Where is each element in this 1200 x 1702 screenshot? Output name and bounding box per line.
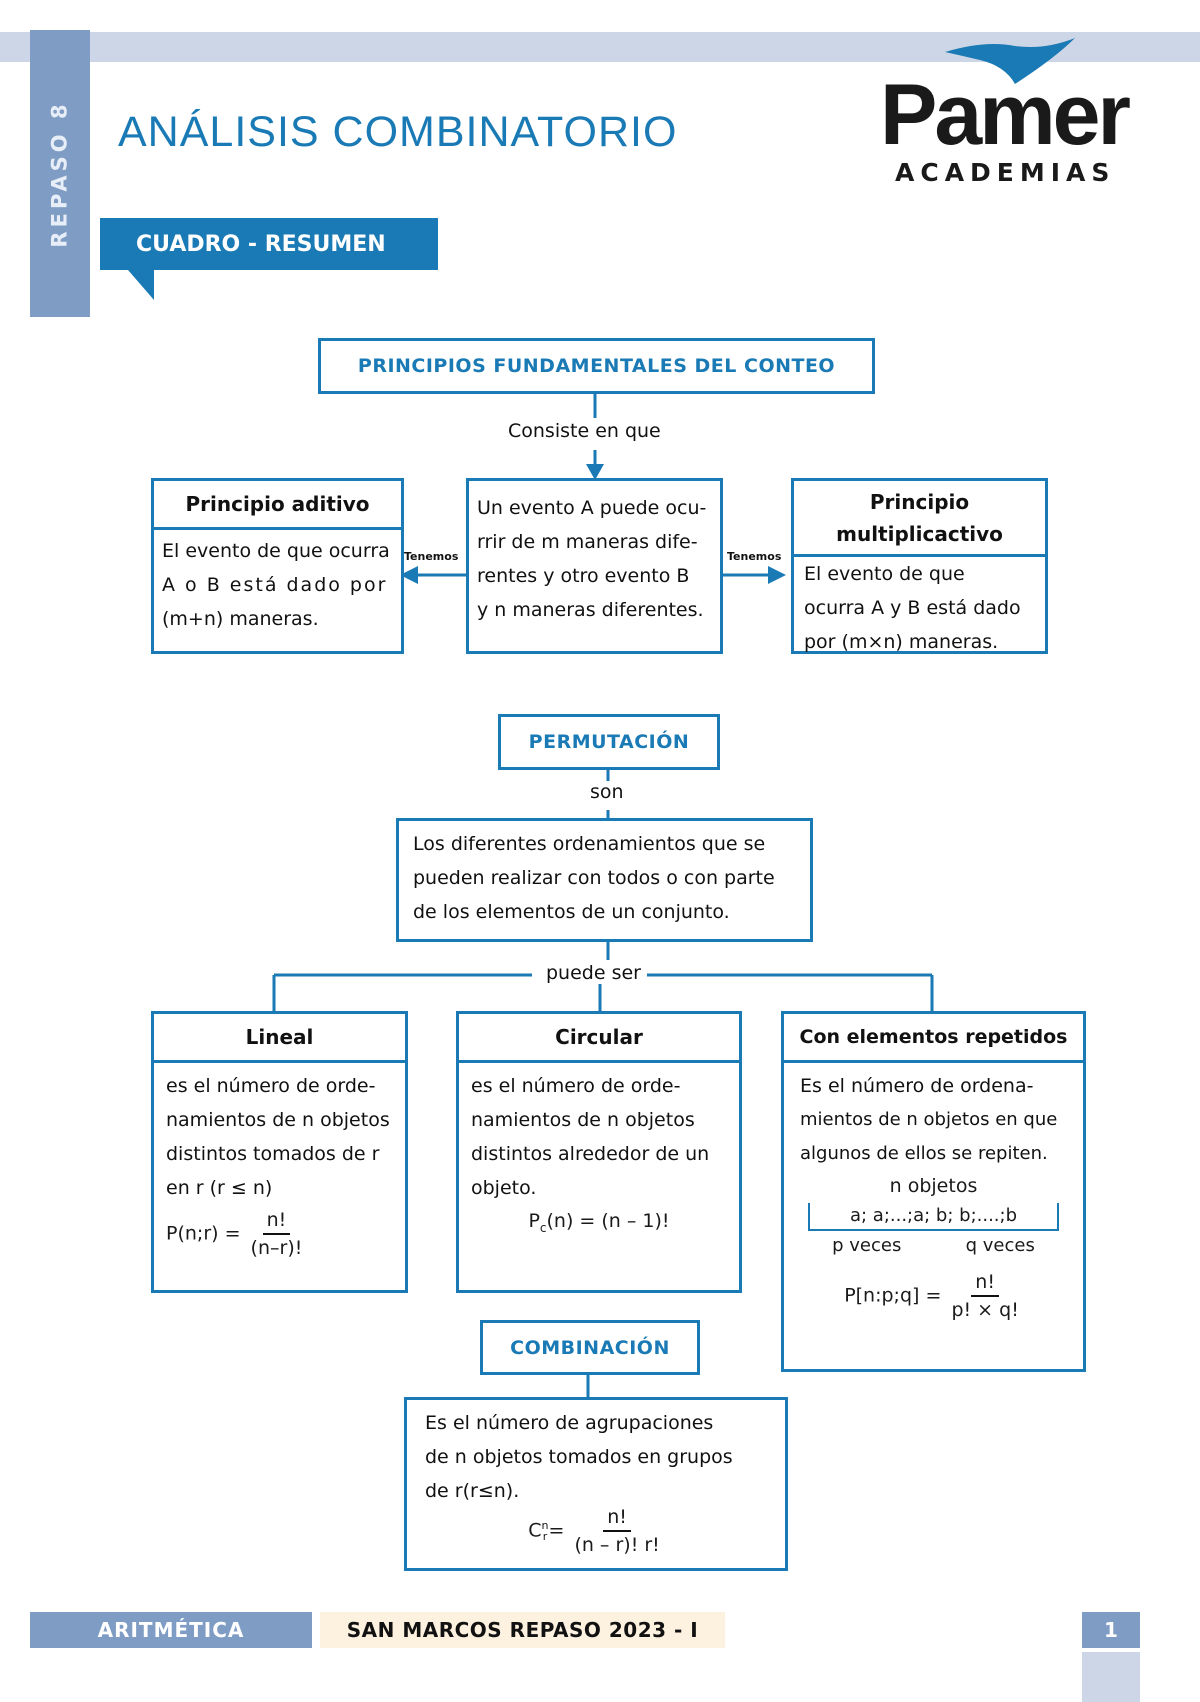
circular-formula: Pc(n) = (n – 1)! (528, 1210, 670, 1235)
multiplicativo-line: El evento de que (804, 563, 965, 585)
repetidos-line: Es el número de ordena- (800, 1075, 1034, 1097)
lineal-line: namientos de n objetos (166, 1109, 390, 1131)
lineal-formula: P(n;r) = n!(n–r)! (166, 1209, 303, 1259)
lineal-line: en r (r ≤ n) (166, 1177, 273, 1199)
circular-line: distintos alrededor de un (471, 1143, 710, 1165)
multiplicativo-title: Principio (869, 489, 970, 514)
aditivo-title: Principio aditivo (154, 481, 401, 530)
page-number: 1 (1082, 1612, 1140, 1648)
multiplicativo-line: por (m×n) maneras. (804, 631, 999, 653)
definition-line: Los diferentes ordenamientos que se (413, 833, 766, 855)
repetidos-line: algunos de ellos se repiten. (800, 1143, 1048, 1164)
permutacion-definition-box: Los diferentes ordenamientos que se pued… (396, 818, 813, 942)
aditivo-line: A o B está dado por (162, 574, 388, 596)
sequence-box: a; a;...;a; b; b;....;b (808, 1203, 1059, 1231)
consiste-label: Consiste en que (508, 420, 661, 442)
puede-ser-label: puede ser (540, 962, 647, 984)
circular-title: Circular (459, 1014, 739, 1063)
combinacion-line: de n objetos tomados en grupos (425, 1446, 733, 1468)
combinacion-title-box: COMBINACIÓN (480, 1320, 700, 1375)
principios-title-box: PRINCIPIOS FUNDAMENTALES DEL CONTEO (318, 338, 875, 394)
repetidos-formula: P[n:p;q] = n!p! × q! (844, 1271, 1019, 1321)
permutacion-title-box: PERMUTACIÓN (498, 714, 720, 770)
principios-center-box: Un evento A puede ocu- rrir de m maneras… (466, 478, 723, 654)
circular-box: Circular es el número de orde- namientos… (456, 1011, 742, 1293)
multiplicativo-line: ocurra A y B está dado (804, 597, 1021, 619)
aditivo-line: El evento de que ocurra (162, 540, 390, 562)
son-label: son (590, 781, 624, 803)
veces-labels: p veces q veces (832, 1235, 1035, 1256)
repetidos-box: Con elementos repetidos Es el número de … (781, 1011, 1086, 1372)
ribbon-tail (128, 270, 154, 300)
definition-line: pueden realizar con todos o con parte (413, 867, 775, 889)
section-ribbon: CUADRO - RESUMEN (100, 218, 438, 270)
center-line: y n maneras diferentes. (477, 599, 704, 621)
circular-line: namientos de n objetos (471, 1109, 695, 1131)
page-title: ANÁLISIS COMBINATORIO (118, 108, 678, 156)
aditivo-box: Principio aditivo El evento de que ocurr… (151, 478, 404, 654)
lineal-line: es el número de orde- (166, 1075, 376, 1097)
combinacion-box: Es el número de agrupaciones de n objeto… (404, 1397, 788, 1571)
lineal-title: Lineal (154, 1014, 405, 1063)
circular-line: objeto. (471, 1177, 537, 1199)
footer-tab (1082, 1652, 1140, 1702)
logo-subtitle: ACADEMIAS (895, 158, 1116, 187)
repetidos-title: Con elementos repetidos (784, 1014, 1083, 1063)
n-objetos-label: n objetos (889, 1175, 978, 1197)
side-tab (30, 30, 90, 317)
multiplicativo-box: Principio multiplicactivo El evento de q… (791, 478, 1048, 654)
combinacion-line: de r(r≤n). (425, 1480, 520, 1502)
definition-line: de los elementos de un conjunto. (413, 901, 730, 923)
lineal-box: Lineal es el número de orde- namientos d… (151, 1011, 408, 1293)
footer-course: SAN MARCOS REPASO 2023 - I (320, 1612, 725, 1648)
center-line: rrir de m maneras dife- (477, 531, 698, 553)
circular-line: es el número de orde- (471, 1075, 681, 1097)
repetidos-line: mientos de n objetos en que (800, 1109, 1058, 1130)
tenemos-left-label: Tenemos (404, 550, 459, 563)
lineal-line: distintos tomados de r (166, 1143, 380, 1165)
footer-subject: ARITMÉTICA (30, 1612, 312, 1648)
aditivo-line: (m+n) maneras. (162, 608, 319, 630)
logo-wordmark: Pamer (880, 67, 1131, 163)
pamer-swoosh-icon (945, 38, 1075, 84)
combinacion-line: Es el número de agrupaciones (425, 1412, 714, 1434)
center-line: rentes y otro evento B (477, 565, 690, 587)
tenemos-right-label: Tenemos (727, 550, 782, 563)
multiplicativo-title: multiplicactivo (836, 521, 1003, 546)
center-line: Un evento A puede ocu- (477, 497, 707, 519)
